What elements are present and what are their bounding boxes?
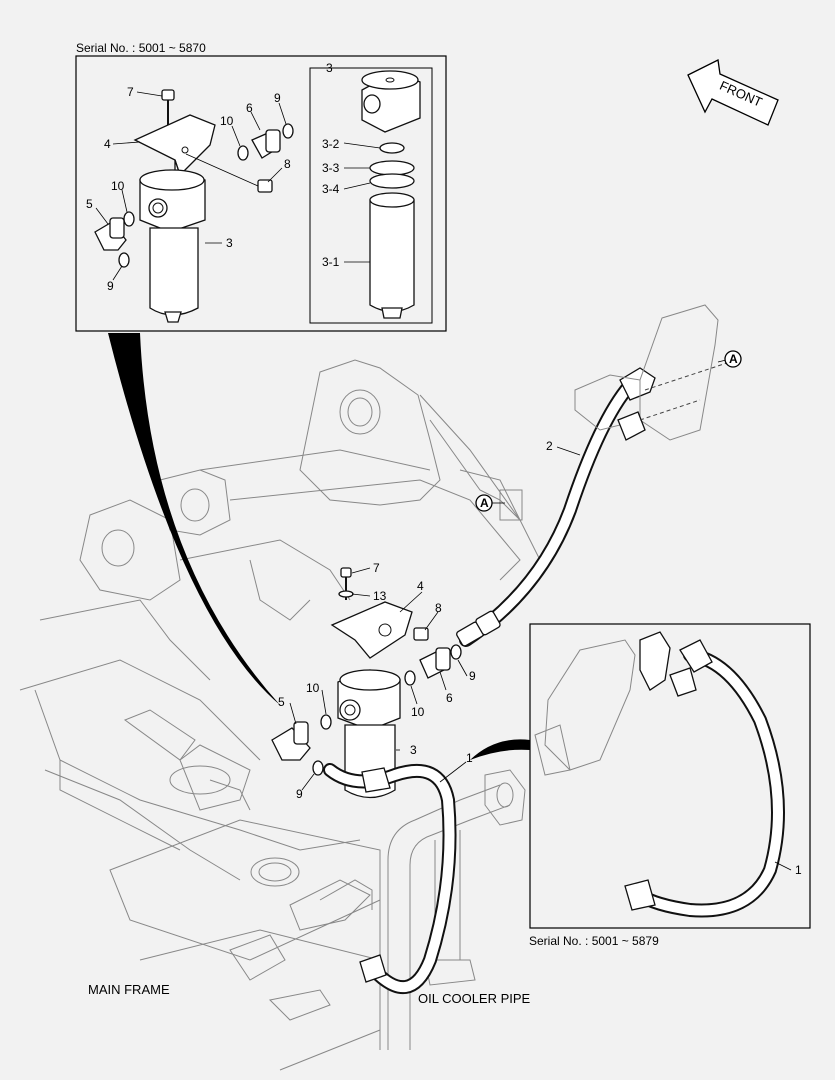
inset-10b: 10 (111, 179, 125, 193)
hose-2 (456, 367, 656, 647)
box-3-3: 3-3 (322, 161, 340, 175)
inset-7: 7 (127, 85, 134, 99)
hose-detail-box (529, 623, 811, 929)
main-9: 9 (469, 669, 476, 683)
main-10a: 10 (306, 681, 320, 695)
detail-marker-a-top: A (717, 350, 742, 368)
inset-9b: 9 (107, 279, 114, 293)
filter-box-callouts (338, 67, 381, 263)
box-hose-1: 1 (795, 863, 802, 877)
inset-8: 8 (284, 157, 291, 171)
main-2: 2 (546, 439, 553, 453)
serial-bottom: Serial No. : 5001 ~ 5879 (529, 934, 659, 948)
main-6: 6 (446, 691, 453, 705)
box-3-1: 3-1 (322, 255, 340, 269)
main-1: 1 (466, 751, 473, 765)
upper-bracket (574, 304, 731, 441)
main-frame-label: MAIN FRAME (88, 982, 170, 997)
callout-swoosh-bottom (470, 739, 530, 760)
box-3-2: 3-2 (322, 137, 340, 151)
main-3: 3 (410, 743, 417, 757)
inset-10a: 10 (220, 114, 234, 128)
main-9b: 9 (296, 787, 303, 801)
svg-text:A: A (729, 352, 738, 366)
inset-4: 4 (104, 137, 111, 151)
main-8: 8 (435, 601, 442, 615)
main-filter-assembly (271, 567, 462, 799)
callout-swoosh-top (108, 333, 280, 705)
inset-filter-assembly (94, 89, 294, 323)
inset-9a: 9 (274, 91, 281, 105)
oil-cooler-pipe-label: OIL COOLER PIPE (418, 991, 531, 1006)
main-10b: 10 (411, 705, 425, 719)
detail-marker-a-mid: A (475, 494, 505, 512)
box-3-4: 3-4 (322, 182, 340, 196)
hose-1 (323, 763, 457, 994)
main-13: 13 (373, 589, 387, 603)
inset-6: 6 (246, 101, 253, 115)
inset-filter-exploded (361, 70, 421, 319)
main-5: 5 (278, 695, 285, 709)
inset-3: 3 (226, 236, 233, 250)
oil-cooler-pipe-drawing (387, 769, 526, 1050)
box-3: 3 (326, 61, 333, 75)
main-callouts (289, 446, 792, 871)
inset-5: 5 (86, 197, 93, 211)
main-7: 7 (373, 561, 380, 575)
inset-callouts (95, 91, 287, 281)
front-arrow-icon: FRONT (687, 59, 779, 126)
serial-top: Serial No. : 5001 ~ 5870 (76, 41, 206, 55)
machine-outline (19, 359, 541, 1071)
svg-text:A: A (480, 496, 489, 510)
main-4: 4 (417, 579, 424, 593)
